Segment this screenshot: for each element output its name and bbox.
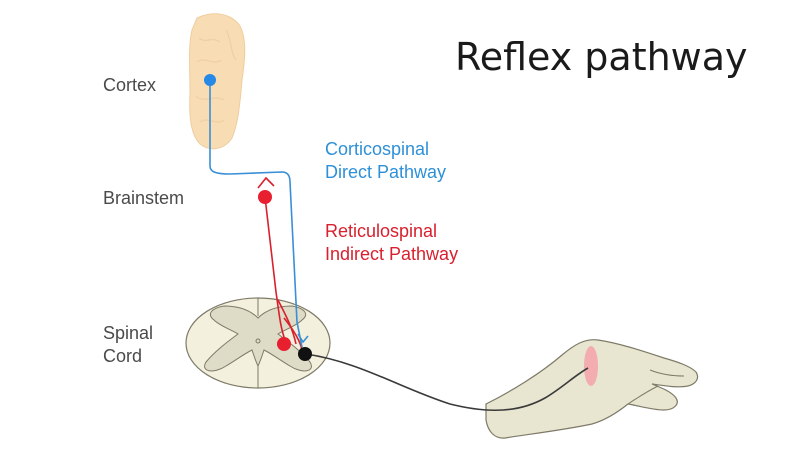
hand-finger-line [649,369,685,377]
sensory-nerve [305,353,589,412]
reticulospinal-label-line2: Indirect Pathway [325,244,459,264]
spinal-cord-label-line1: Spinal [103,323,154,343]
reticulospinal-path [257,176,303,351]
diagram-title: Reflex pathway [455,35,748,79]
corticospinal-label-line2: Direct Pathway [325,162,447,182]
reticulospinal-label-line1: Reticulospinal [325,221,438,241]
stimulus-spot [584,346,598,386]
brainstem-neuron [258,190,272,204]
brainstem-label: Brainstem [103,188,185,208]
spinal-interneuron [277,337,291,351]
hand-thumb-line [627,385,659,405]
cortex-label: Cortex [103,75,157,95]
spinal-cord-label-line2: Cord [103,346,143,366]
corticospinal-path [209,80,303,348]
cortex-shape [189,13,246,150]
hand-shape [485,339,699,439]
central-canal [255,338,261,344]
corticospinal-label-line1: Corticospinal [325,139,430,159]
motor-neuron [298,347,312,361]
corticospinal-terminal [297,333,309,344]
cortex-neuron [204,74,216,86]
